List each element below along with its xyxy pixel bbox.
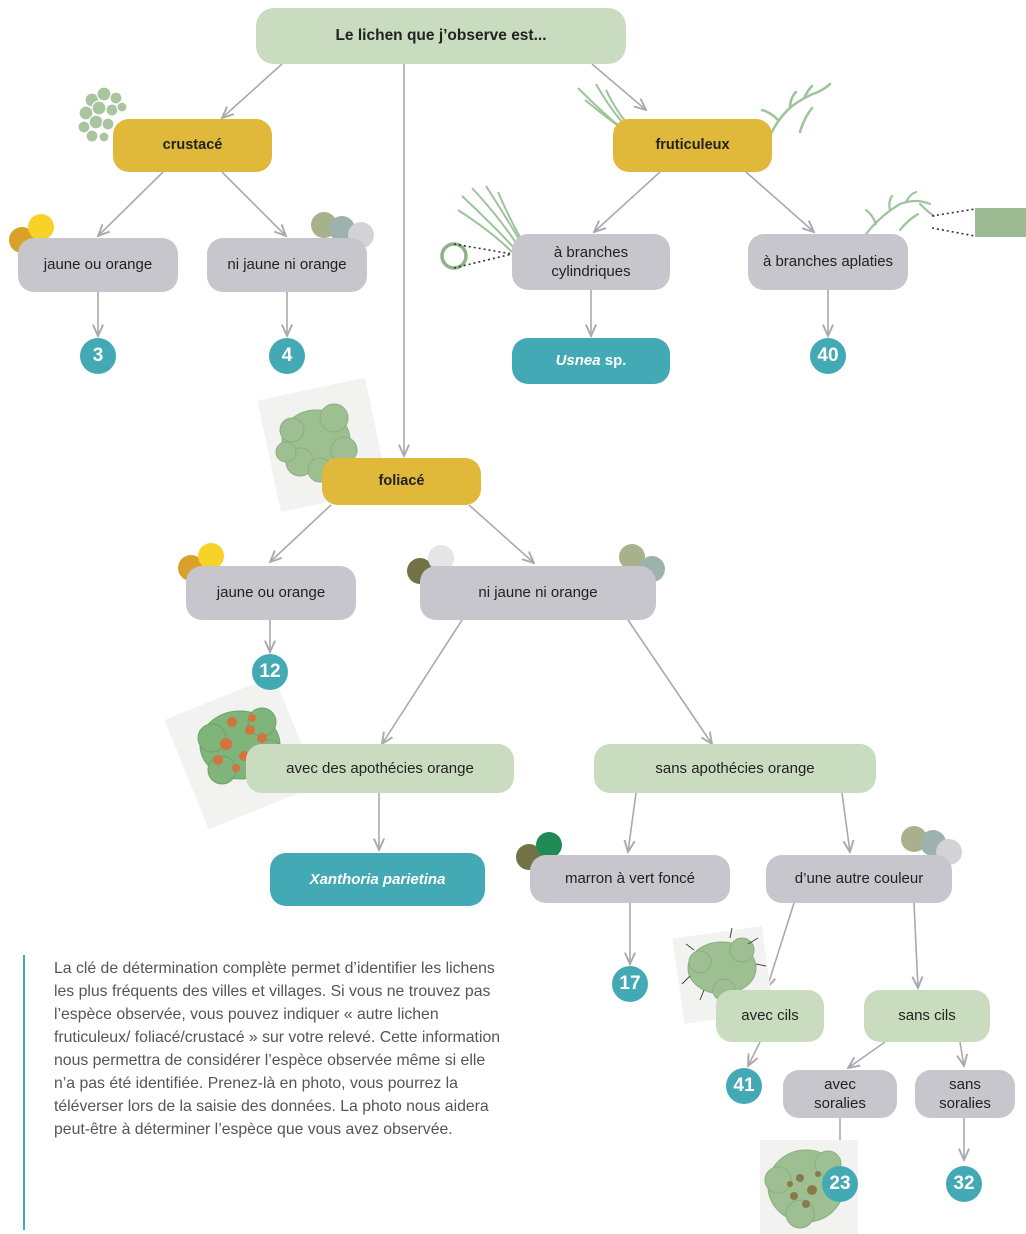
with-cilia[interactable]: avec cils bbox=[716, 990, 824, 1042]
result-badge-12[interactable]: 12 bbox=[252, 654, 288, 690]
xanthoria-name: Xanthoria parietina bbox=[309, 870, 446, 888]
fruticuleux-cylindrical[interactable]: à branches cylindriques bbox=[512, 234, 670, 290]
with-orange-apothecia[interactable]: avec des apothécies orange bbox=[246, 744, 514, 793]
other-color[interactable]: d’une autre couleur bbox=[766, 855, 952, 903]
usnea-genus: Usnea bbox=[555, 352, 601, 370]
result-badge-40[interactable]: 40 bbox=[810, 338, 846, 374]
fruticose-branch-icon bbox=[760, 82, 832, 138]
result-xanthoria-parietina[interactable]: Xanthoria parietina bbox=[270, 853, 485, 906]
connectors bbox=[98, 63, 964, 1160]
type-foliace[interactable]: foliacé bbox=[322, 458, 481, 505]
type-crustace[interactable]: crustacé bbox=[113, 119, 272, 172]
usnea-suffix: sp. bbox=[600, 352, 627, 370]
flat-branch-icon bbox=[864, 190, 976, 237]
crustace-not-yellow-orange[interactable]: ni jaune ni orange bbox=[207, 238, 367, 292]
foliace-not-yellow-orange[interactable]: ni jaune ni orange bbox=[420, 566, 656, 620]
with-soralia[interactable]: avec soralies bbox=[783, 1070, 897, 1118]
crustose-lichen-illustration bbox=[77, 86, 128, 143]
foliace-yellow-orange[interactable]: jaune ou orange bbox=[186, 566, 356, 620]
result-usnea[interactable]: Usnea sp. bbox=[512, 338, 670, 384]
result-badge-23[interactable]: 23 bbox=[822, 1166, 858, 1202]
result-badge-3[interactable]: 3 bbox=[80, 338, 116, 374]
result-badge-41[interactable]: 41 bbox=[726, 1068, 762, 1104]
grey-green-swatch-icon bbox=[311, 212, 374, 248]
result-badge-4[interactable]: 4 bbox=[269, 338, 305, 374]
type-fruticuleux[interactable]: fruticuleux bbox=[613, 119, 772, 172]
without-orange-apothecia[interactable]: sans apothécies orange bbox=[594, 744, 876, 793]
fruticuleux-flat[interactable]: à branches aplaties bbox=[748, 234, 908, 290]
note-accent-bar bbox=[23, 955, 25, 1230]
root-question: Le lichen que j’observe est... bbox=[256, 8, 626, 64]
info-note: La clé de détermination complète permet … bbox=[54, 960, 501, 1138]
brown-to-dark-green[interactable]: marron à vert foncé bbox=[530, 855, 730, 903]
crustace-yellow-orange[interactable]: jaune ou orange bbox=[18, 238, 178, 292]
flat-branch-sample-swatch bbox=[975, 208, 1026, 237]
result-badge-17[interactable]: 17 bbox=[612, 966, 648, 1002]
result-badge-32[interactable]: 32 bbox=[946, 1166, 982, 1202]
without-cilia[interactable]: sans cils bbox=[864, 990, 990, 1042]
without-soralia[interactable]: sans soralies bbox=[915, 1070, 1015, 1118]
